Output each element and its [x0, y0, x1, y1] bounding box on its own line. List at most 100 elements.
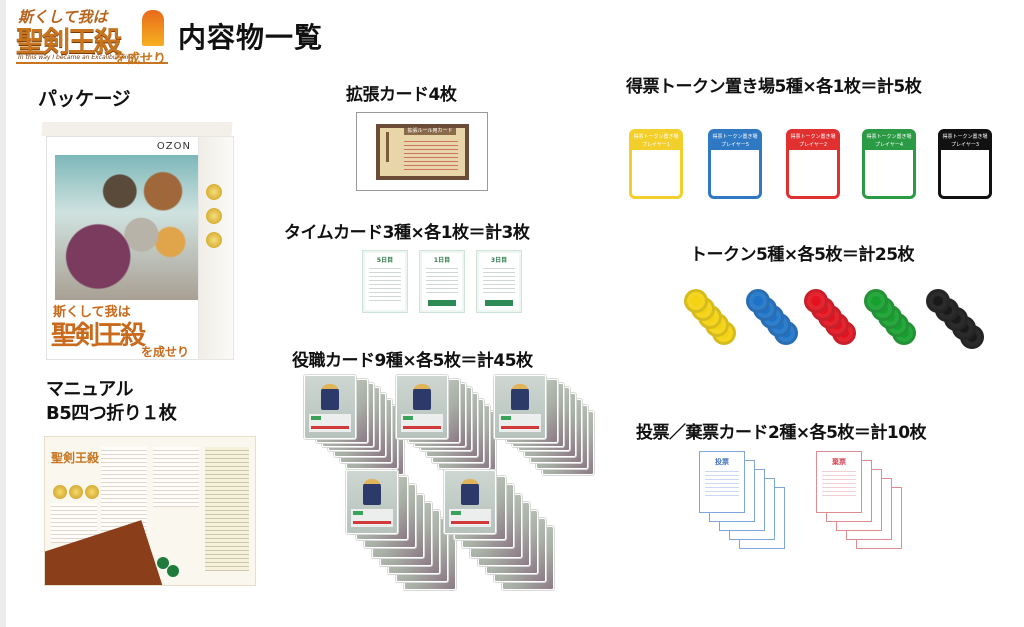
score-holder-red: 得票トークン置き場プレイヤー2	[786, 129, 840, 199]
card-green-bar	[451, 511, 461, 515]
box-title-line2: 聖剣王殺	[51, 321, 146, 351]
score-holders-label: 得票トークン置き場5種×各1枚＝計5枚	[626, 77, 922, 97]
box-title-line3: を成せり	[141, 345, 190, 359]
manual-label-line2: B5四つ折り１枚	[46, 403, 177, 424]
vote-card-title: 投票	[715, 458, 729, 466]
token-icon	[804, 289, 828, 313]
time-card: 5日目	[362, 250, 408, 313]
holder-header-text: 得票トークン置き場	[942, 134, 988, 140]
role-card-front	[444, 470, 496, 534]
manual-text-column	[205, 447, 249, 571]
medal-icon	[69, 485, 83, 499]
holder-player: プレイヤー5	[720, 142, 750, 148]
card-text	[369, 265, 401, 301]
medal-icon	[206, 184, 222, 200]
holder-player: プレイヤー1	[641, 142, 671, 148]
token-icon	[684, 289, 708, 313]
role-card-stack	[396, 375, 506, 475]
logo-line2: 聖剣王殺	[16, 25, 122, 58]
vote-card-front: 投票	[699, 451, 745, 513]
card-footer-bar	[428, 300, 456, 306]
logo-underline	[16, 62, 168, 64]
manual-image: 聖剣王殺	[44, 436, 256, 586]
left-border	[0, 0, 6, 627]
role-card-front	[304, 375, 356, 439]
card-text	[822, 468, 856, 498]
time-card: 1日目	[419, 250, 465, 313]
card-green-bar	[353, 511, 363, 515]
holder-header-text: 得票トークン置き場	[866, 134, 912, 140]
page-title: 内容物一覧	[178, 21, 324, 54]
token-icon	[167, 565, 179, 577]
holder-player: プレイヤー4	[874, 142, 904, 148]
token-icon	[926, 289, 950, 313]
package-label: パッケージ	[38, 88, 131, 110]
card-text	[483, 265, 515, 293]
knight-figure-icon	[413, 384, 431, 410]
time-card: 3日目	[476, 250, 522, 313]
token-icon	[746, 289, 770, 313]
medal-icon	[206, 208, 222, 224]
card-text	[705, 468, 739, 498]
token-stack-green	[864, 289, 934, 349]
expansion-label: 拡張カード4枚	[346, 85, 457, 105]
publisher-logo: OZON	[156, 141, 191, 152]
box-artwork	[55, 155, 199, 300]
role-card-front	[396, 375, 448, 439]
score-holder-yellow: 得票トークン置き場プレイヤー1	[629, 129, 683, 199]
knight-figure-icon	[363, 479, 381, 505]
role-card-stack	[304, 375, 414, 475]
token-stack-blue	[746, 289, 816, 349]
time-card-title: 1日目	[433, 257, 451, 264]
holder-header: 得票トークン置き場プレイヤー4	[865, 132, 913, 150]
role-card-stack	[494, 375, 604, 475]
box-side	[198, 136, 234, 360]
box-title-line1: 斯くして我は	[53, 305, 131, 320]
time-card-title: 5日目	[376, 257, 394, 264]
role-card-front	[346, 470, 398, 534]
logo-subtitle: In this way I became an Excalibur King	[18, 54, 135, 61]
medal-icon	[53, 485, 67, 499]
card-red-bar	[403, 426, 441, 429]
holder-header-text: 得票トークン置き場	[712, 134, 758, 140]
time-cards-label: タイムカード3種×各1枚＝計3枚	[284, 223, 530, 243]
card-green-bar	[403, 416, 413, 420]
score-holder-green: 得票トークン置き場プレイヤー4	[862, 129, 916, 199]
score-holder-blue: 得票トークン置き場プレイヤー5	[708, 129, 762, 199]
vote-cards-label: 投票／棄票カード2種×各5枚＝計10枚	[636, 423, 927, 443]
token-stack-red	[804, 289, 874, 349]
knight-figure-icon	[511, 384, 529, 410]
role-card-stack	[444, 470, 554, 590]
holder-header: 得票トークン置き場プレイヤー3	[941, 132, 989, 150]
card-green-bar	[311, 416, 321, 420]
knight-figure-icon	[461, 479, 479, 505]
manual-logo: 聖剣王殺	[51, 451, 100, 465]
medal-icon	[85, 485, 99, 499]
holder-header: 得票トークン置き場プレイヤー5	[711, 132, 759, 150]
knight-silhouette-icon	[142, 10, 164, 46]
token-icon	[157, 557, 169, 569]
abstain-card-front: 棄票	[816, 451, 862, 513]
box-top	[41, 122, 233, 136]
score-holder-black: 得票トークン置き場プレイヤー3	[938, 129, 992, 199]
abstain-card-stack: 棄票	[816, 451, 926, 561]
expansion-card-frame: 拡張ルール用カード	[356, 112, 488, 191]
manual-label-line1: マニュアル	[46, 379, 133, 400]
knight-figure-icon	[321, 384, 339, 410]
expansion-card-heading: 拡張ルール用カード	[404, 128, 456, 135]
card-red-bar	[501, 426, 539, 429]
game-logo: 斯くして我は 聖剣王殺 In this way I became an Exca…	[14, 4, 172, 67]
card-red-bar	[451, 521, 489, 524]
card-red-bar	[311, 426, 349, 429]
logo-line3: を成せり	[114, 52, 167, 67]
tokens-label: トークン5種×各5枚＝計25枚	[690, 245, 915, 265]
medal-icon	[206, 232, 222, 248]
expansion-card: 拡張ルール用カード	[376, 124, 469, 180]
card-red-bar	[353, 521, 391, 524]
card-text	[404, 138, 458, 170]
card-footer-bar	[485, 300, 513, 306]
box-front: OZON 斯くして我は 聖剣王殺 を成せり	[46, 136, 200, 360]
package-box-image: OZON 斯くして我は 聖剣王殺 を成せり	[41, 122, 234, 360]
logo-line1: 斯くして我は	[18, 8, 108, 26]
role-card-stack	[346, 470, 456, 590]
